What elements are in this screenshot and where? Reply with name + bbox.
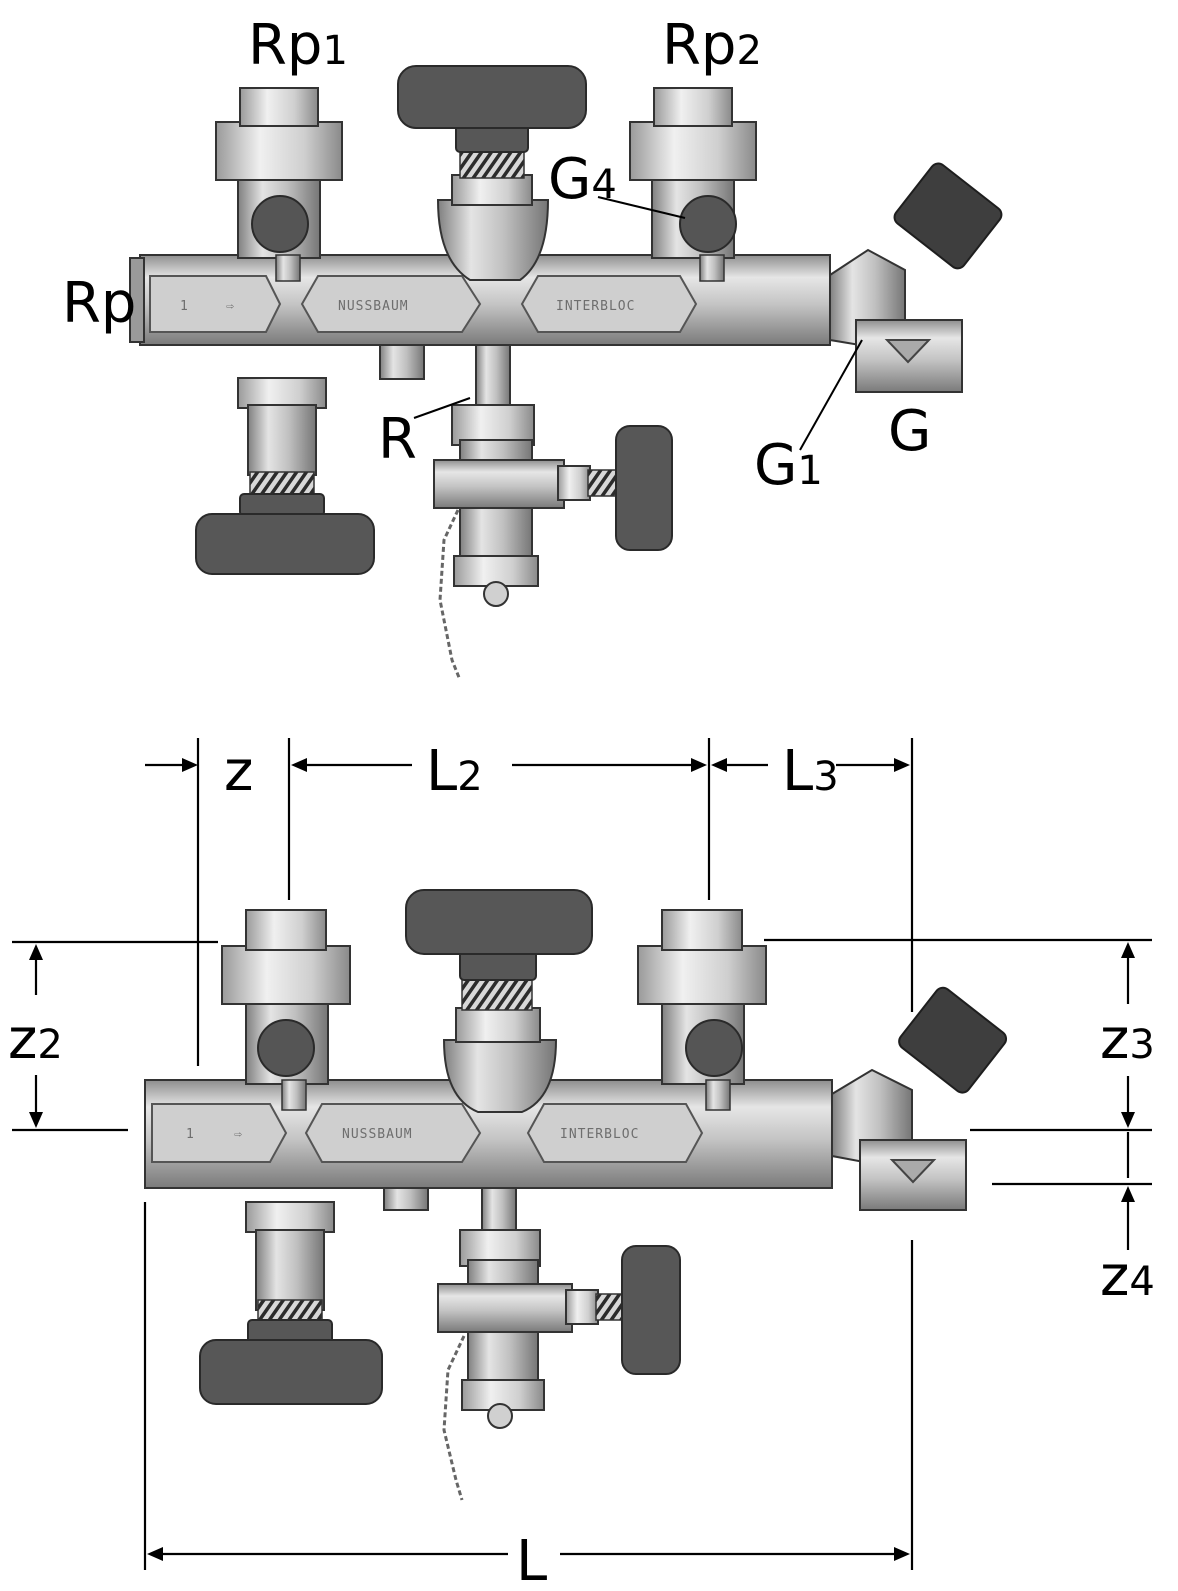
g1-leader [799, 339, 863, 451]
lower-nut [237, 377, 327, 409]
body-flat-2 [300, 275, 482, 333]
label-r: R [378, 407, 417, 472]
strainer-cap-icon-2 [898, 986, 1008, 1094]
top-handwheel-icon-2 [405, 889, 593, 955]
chain-icon [438, 509, 462, 681]
left-union-nut [215, 121, 343, 181]
right-ballvalve-knob-icon-2 [685, 1019, 743, 1077]
label-g1: G1 [754, 433, 823, 498]
embossed-brand-2-2: INTERBLOC [560, 1127, 639, 1142]
side-handwheel-icon [615, 425, 673, 551]
side-handwheel-icon-2 [621, 1245, 681, 1375]
bottom-handwheel-icon [199, 1339, 383, 1405]
arrow-icon-2: ⇨ [234, 1127, 243, 1142]
center-valve-body [436, 199, 550, 281]
chain-icon-2 [442, 1335, 466, 1501]
arrow-icon: ⇨ [226, 299, 235, 314]
label-rp1: Rp1 [248, 13, 348, 78]
bottom-manifold: 1 ⇨ NUSSBAUM INTERBLOC [8, 738, 1155, 1591]
right-ballvalve-knob-icon [679, 195, 737, 253]
embossed-brand-1: NUSSBAUM [338, 299, 409, 314]
left-ballvalve-knob-icon [251, 195, 309, 253]
top-handwheel-icon [397, 65, 587, 129]
dim-label-z: z [224, 739, 253, 804]
dim-label-z2: z2 [8, 1007, 63, 1072]
label-g4: G4 [548, 147, 617, 212]
dim-label-l3: L3 [782, 739, 839, 804]
dim-label-l2: L2 [426, 739, 483, 804]
dim-label-z3: z3 [1100, 1007, 1155, 1072]
embossed-brand-1-2: NUSSBAUM [342, 1127, 413, 1142]
top-manifold: 1 ⇨ NUSSBAUM INTERBLOC [62, 13, 1003, 681]
dim-label-l: L [516, 1529, 547, 1591]
lower-stem [247, 404, 317, 476]
dimension-lines [12, 738, 1152, 1570]
embossed-brand-2: INTERBLOC [556, 299, 635, 314]
embossed-number-2: 1 [186, 1127, 195, 1142]
embossed-number: 1 [180, 299, 189, 314]
right-union-nut [629, 121, 757, 181]
left-connector [239, 87, 319, 127]
left-ballvalve-knob-icon-2 [257, 1019, 315, 1077]
g4-leader [597, 196, 686, 219]
body-flat-1 [149, 275, 282, 333]
lower-knob-cap [239, 493, 325, 517]
right-connector [653, 87, 733, 127]
handwheel-icon [195, 513, 375, 575]
label-rp2: Rp2 [662, 13, 762, 78]
body-flat-3 [520, 275, 698, 333]
label-rp: Rp [62, 271, 136, 336]
strainer-cap-icon [893, 162, 1003, 270]
drain-plug [379, 344, 425, 380]
label-g: G [888, 399, 931, 464]
r-leader [413, 397, 471, 419]
dim-label-z4: z4 [1100, 1244, 1155, 1309]
